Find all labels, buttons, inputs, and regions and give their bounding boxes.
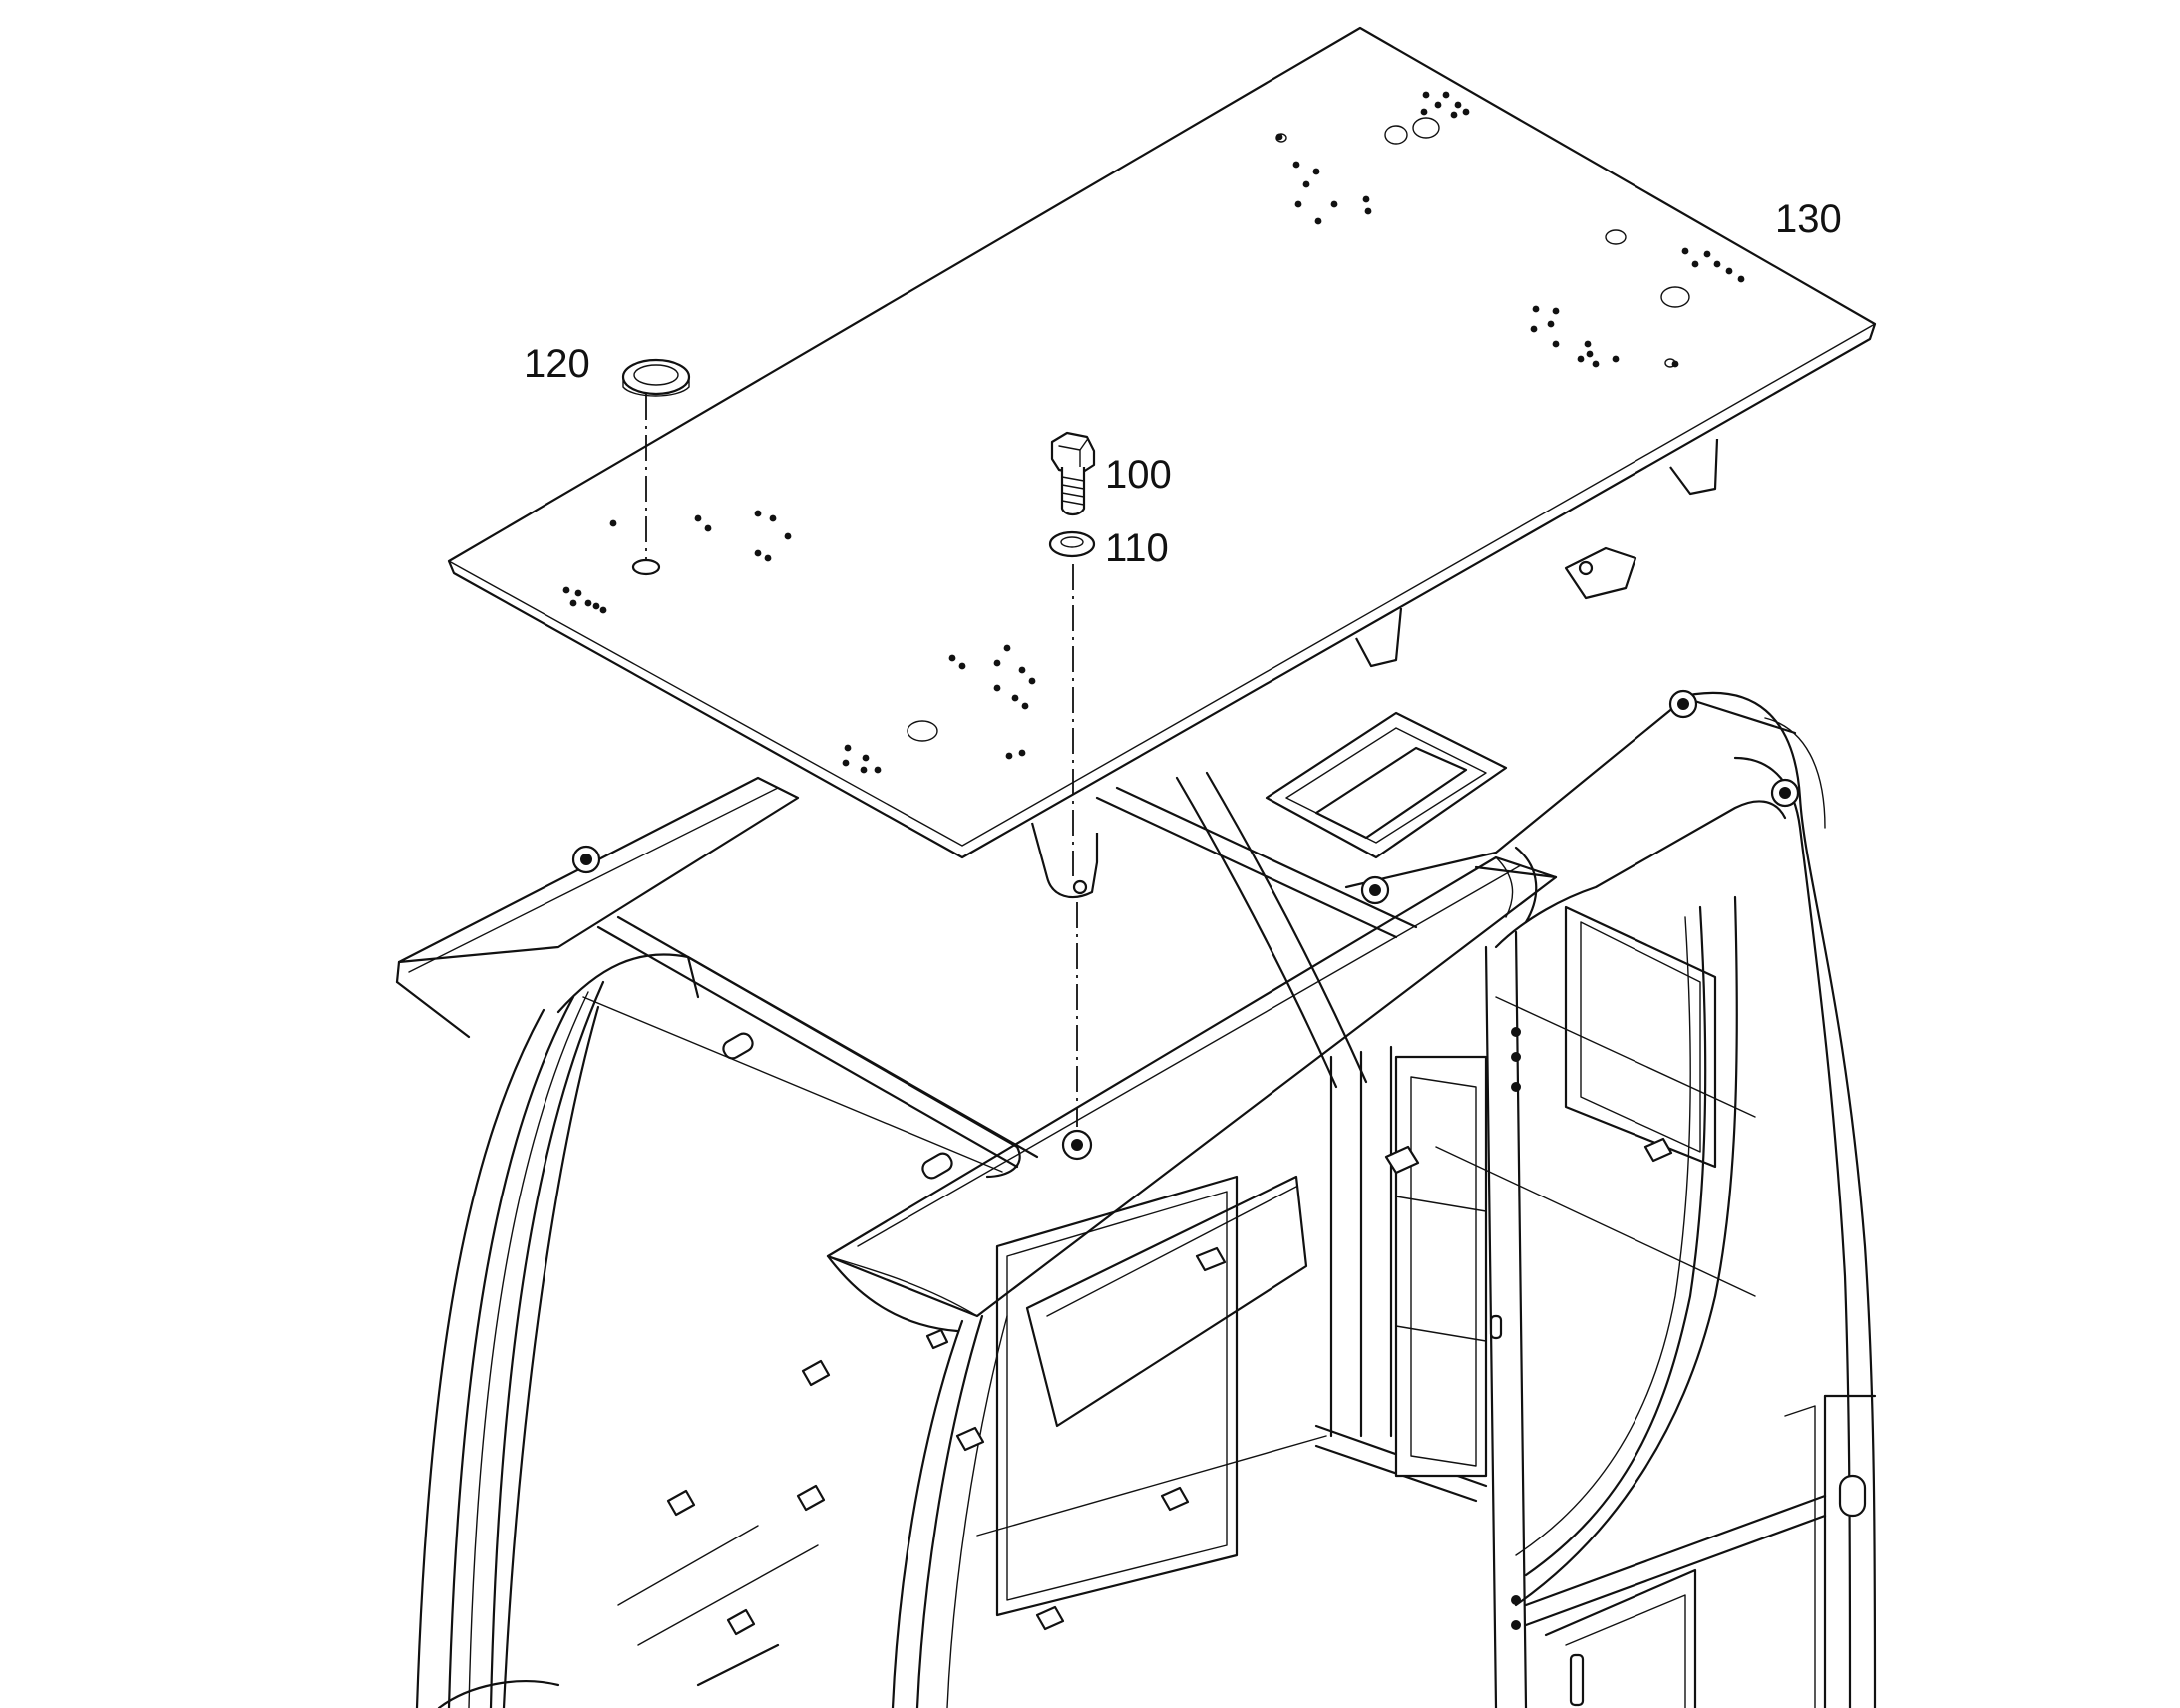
plate-hole bbox=[754, 549, 762, 557]
plate-ring-hole bbox=[1412, 117, 1440, 139]
plate-hole bbox=[1422, 91, 1430, 99]
plate-hole bbox=[1586, 350, 1594, 358]
plate-hole bbox=[1314, 217, 1322, 225]
washer-part bbox=[1048, 530, 1096, 558]
plate-hole bbox=[958, 662, 966, 670]
plate-hole bbox=[694, 514, 702, 522]
plate-ring-hole bbox=[1660, 286, 1690, 308]
plate-ring-hole bbox=[907, 720, 938, 742]
plate-hole bbox=[1530, 325, 1538, 333]
plate-ring-hole bbox=[1664, 358, 1676, 368]
plate-hole bbox=[1362, 195, 1370, 203]
plate-hole bbox=[862, 754, 870, 762]
plate-hole bbox=[1577, 355, 1585, 363]
plate-hole bbox=[1450, 111, 1458, 119]
plate-hole bbox=[1294, 200, 1302, 208]
plate-hole bbox=[1005, 752, 1013, 760]
roof-plate-holes bbox=[562, 91, 1745, 774]
plate-hole bbox=[1547, 320, 1555, 328]
plate-hole bbox=[609, 519, 617, 527]
plate-hole bbox=[1612, 355, 1620, 363]
plate-hole bbox=[1454, 101, 1462, 109]
plate-hole bbox=[1703, 250, 1711, 258]
plate-hole bbox=[1691, 260, 1699, 268]
plate-hole bbox=[769, 514, 777, 522]
plate-hole bbox=[1011, 694, 1019, 702]
callout-grommet: 120 bbox=[524, 342, 590, 386]
plate-hole bbox=[569, 599, 577, 607]
cab-frame bbox=[395, 546, 1877, 1708]
plate-hole bbox=[1725, 267, 1733, 275]
plate-hole bbox=[860, 766, 868, 774]
plate-hole bbox=[764, 554, 772, 562]
plate-hole bbox=[1713, 260, 1721, 268]
bolt-part bbox=[1050, 431, 1096, 516]
plate-hole bbox=[574, 589, 582, 597]
callout-washer: 110 bbox=[1105, 526, 1169, 570]
plate-hole bbox=[842, 759, 850, 767]
plate-hole bbox=[1442, 91, 1450, 99]
plate-hole bbox=[1420, 108, 1428, 116]
plate-ring-hole bbox=[1384, 125, 1408, 145]
plate-hole bbox=[584, 599, 592, 607]
roof-plate bbox=[447, 26, 1877, 899]
plate-hole bbox=[1028, 677, 1036, 685]
plate-hole bbox=[1462, 108, 1470, 116]
plate-hole bbox=[844, 744, 852, 752]
plate-hole bbox=[1552, 340, 1560, 348]
plate-hole bbox=[1532, 305, 1540, 313]
plate-hole bbox=[1330, 200, 1338, 208]
plate-hole bbox=[754, 510, 762, 517]
plate-hole bbox=[1584, 340, 1592, 348]
plate-hole bbox=[784, 532, 792, 540]
plate-hole bbox=[874, 766, 882, 774]
plate-hole bbox=[1292, 161, 1300, 169]
plate-hole bbox=[1312, 168, 1320, 175]
plate-hole bbox=[948, 654, 956, 662]
plate-hole bbox=[1364, 207, 1372, 215]
plate-hole bbox=[1003, 644, 1011, 652]
plate-hole bbox=[1018, 666, 1026, 674]
plate-ring-hole bbox=[1605, 229, 1627, 245]
plate-hole bbox=[1302, 180, 1310, 188]
plate-hole bbox=[562, 586, 570, 594]
plate-hole bbox=[993, 659, 1001, 667]
plate-hole bbox=[1737, 275, 1745, 283]
plate-hole bbox=[592, 602, 600, 610]
plate-hole bbox=[1552, 307, 1560, 315]
plate-hole bbox=[1592, 360, 1600, 368]
callout-bolt: 100 bbox=[1105, 453, 1172, 497]
grommet-part bbox=[621, 358, 691, 397]
plate-hole bbox=[1018, 749, 1026, 757]
plate-hole bbox=[993, 684, 1001, 692]
callout-roof-plate: 130 bbox=[1775, 197, 1842, 241]
plate-hole bbox=[599, 606, 607, 614]
plate-hole bbox=[1021, 702, 1029, 710]
plate-ring-hole bbox=[1275, 133, 1287, 143]
plate-hole bbox=[1434, 101, 1442, 109]
plate-hole bbox=[1681, 247, 1689, 255]
plate-hole bbox=[704, 524, 712, 532]
